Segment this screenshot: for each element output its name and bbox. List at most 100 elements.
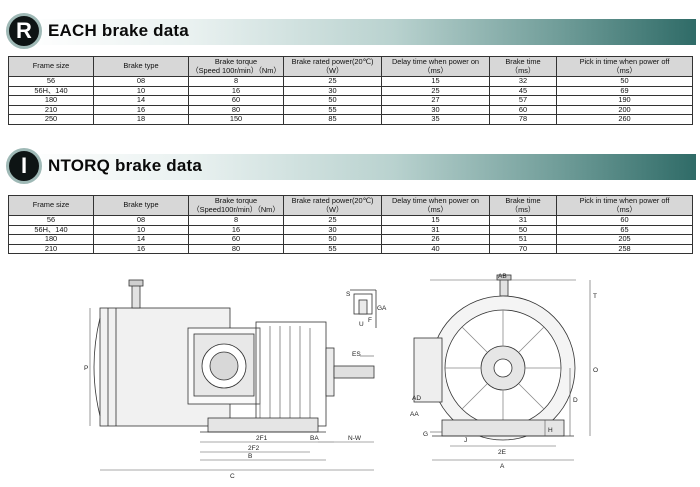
table-cell: 55 [283,243,382,255]
column-header: Delay time when power on（ms） [381,195,490,216]
column-header-line: Frame size [32,61,70,71]
dim-label-p: P [84,365,88,372]
intorq-badge: I [6,148,42,184]
table-cell: 85 [283,114,382,125]
column-header: Brake torque（Speed 100r/min）（Nm） [188,56,284,77]
dim-label-b: B [248,453,252,460]
column-header-line: Pick in time when power off [579,195,670,205]
dim-label-o: O [593,367,598,374]
dim-label-c: C [230,473,235,480]
column-header-line: Brake time [505,195,541,205]
table-cell: 205 [556,234,693,245]
table-cell: 150 [188,114,284,125]
dim-label-ga: GA [377,305,387,312]
dim-label-s: S [346,291,351,298]
table-cell: 60 [556,215,693,226]
table-cell: 50 [556,76,693,87]
column-header: Frame size [8,56,94,77]
table-cell: 8 [188,76,284,87]
column-header: Brake type [93,195,189,216]
motor-side-view [93,279,375,433]
column-header: Brake time（ms） [489,195,557,216]
column-header-line: （Speed100r/min）（Nm） [192,204,280,214]
dim-label-2f1: 2F1 [256,435,268,442]
reach-banner: R EACH brake data [6,13,696,49]
dim-label-g: G [423,431,428,438]
column-header-line: （W） [321,65,344,75]
table-cell: 70 [489,243,557,255]
column-header: Brake type [93,56,189,77]
dim-label-a: A [500,463,505,470]
column-header: Brake rated power(20℃)（W） [283,195,382,216]
column-header: Pick in time when power off（ms） [556,56,693,77]
column-header-line: （ms） [510,65,536,75]
dim-label-d: D [573,397,578,404]
table-cell: 50 [283,234,382,245]
column-header-line: Delay time when power on [391,195,480,205]
table-cell: 31 [489,215,557,226]
table-cell: 260 [556,114,693,125]
column-header-line: （ms） [612,204,637,214]
dim-label-f: F [368,317,372,324]
table-cell: 15 [381,215,490,226]
table-cell: 57 [489,95,557,106]
table-cell: 210 [8,243,94,255]
column-header-line: Pick in time when power off [579,56,670,66]
table-cell: 56 [8,215,94,226]
dim-label-2e: 2E [498,449,507,456]
table-cell: 180 [8,234,94,245]
dim-label-2f2: 2F2 [248,445,260,452]
table-cell: 14 [93,234,189,245]
table-cell: 56 [8,76,94,87]
column-header-line: Brake rated power(20℃) [291,56,374,66]
intorq-banner: I NTORQ brake data [6,148,696,184]
dim-label-aa: AA [410,411,419,418]
column-header-line: （ms） [423,204,448,214]
column-header: Brake rated power(20℃)（W） [283,56,382,77]
table-cell: 08 [93,215,189,226]
table-cell: 18 [93,114,189,125]
reach-title: EACH brake data [48,21,189,40]
table-cell: 26 [381,234,490,245]
table-cell: 60 [188,95,284,106]
column-header-line: （ms） [510,204,536,214]
column-header-line: Brake rated power(20℃) [291,195,374,205]
table-cell: 258 [556,243,693,255]
reach-banner-bar [24,19,696,45]
column-header-line: （W） [321,204,344,214]
table-cell: 35 [381,114,490,125]
table-cell: 27 [381,95,490,106]
dim-label-es: ES [352,351,361,358]
table-cell: 14 [93,95,189,106]
column-header: Delay time when power on（ms） [381,56,490,77]
table-cell: 25 [283,76,382,87]
table-cell: 51 [489,234,557,245]
table-cell: 78 [489,114,557,125]
column-header-line: Brake torque [214,56,258,66]
shaft-key-detail [350,289,377,328]
table-cell: 60 [188,234,284,245]
table-cell: 250 [8,114,94,125]
dim-label-ab: AB [498,273,507,280]
column-header-line: Brake torque [214,195,258,205]
table-cell: 15 [381,76,490,87]
reach-badge: R [6,13,42,49]
table-cell: 8 [188,215,284,226]
column-header-line: Brake time [505,56,541,66]
dim-label-j: J [464,437,467,444]
table-cell: 50 [283,95,382,106]
motor-dimension-drawings: P ES S GA U F 2F1 BA N-W 2F2 B C AB T O … [84,273,598,480]
motor-front-view [413,274,576,441]
column-header: Brake time（ms） [489,56,557,77]
column-header: Brake torque（Speed100r/min）（Nm） [188,195,284,216]
column-header-line: （ms） [612,65,637,75]
